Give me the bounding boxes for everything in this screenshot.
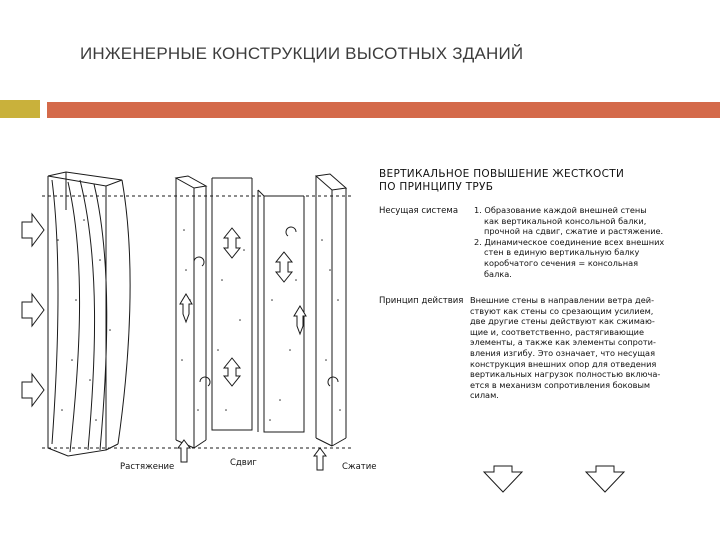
down-arrow-icon — [482, 465, 524, 493]
shear-caption: Сдвиг — [230, 458, 257, 468]
shear-tube — [174, 175, 208, 449]
diagram-title-line: ПО ПРИНЦИПУ ТРУБ — [379, 181, 494, 193]
text-line: элементы, а также как элементы сопроти- — [470, 337, 656, 348]
tension-force-arrow-icon — [177, 439, 191, 463]
text-line: коробчатого сечения = консольная — [484, 257, 639, 268]
text-line: ется в механизм сопротивления боковым — [470, 379, 651, 390]
accent-bar — [47, 102, 720, 118]
text-line: конструкция внешних опор для отведения — [470, 358, 657, 369]
load-system-label: Несущая система — [379, 206, 459, 216]
text-line: вертикальных нагрузок полностью включа- — [470, 369, 661, 380]
compression-force-arrow-icon — [313, 447, 327, 471]
text-line: 2. Динамическое соединение всех внешних — [474, 236, 665, 247]
accent-square — [0, 100, 40, 118]
text-line: ствуют как стены со срезающим усилием, — [470, 305, 654, 316]
text-line: стен в единую вертикальную балку — [484, 247, 640, 258]
wind-arrow-icon — [21, 372, 45, 408]
down-arrow-icon — [584, 465, 626, 493]
diagram-title-line: ВЕРТИКАЛЬНОЕ ПОВЫШЕНИЕ ЖЕСТКОСТИ — [379, 168, 625, 180]
text-line: две другие стены действуют как сжимаю- — [470, 316, 655, 327]
shear-arrow-icon — [179, 227, 307, 387]
tension-tube — [47, 171, 131, 457]
text-line: как вертикальной консольной балки, — [484, 215, 647, 226]
center-panel-left — [211, 177, 253, 431]
compression-tube — [314, 173, 348, 447]
diagram-title: ВЕРТИКАЛЬНОЕ ПОВЫШЕНИЕ ЖЕСТКОСТИ ПО ПРИН… — [379, 168, 624, 194]
rotation-arrow-icon — [193, 226, 339, 387]
slide-title: ИНЖЕНЕРНЫЕ КОНСТРУКЦИИ ВЫСОТНЫХ ЗДАНИЙ — [80, 44, 524, 63]
load-system-text: 1. Образование каждой внешней стены как … — [474, 205, 664, 279]
wind-arrow-icon — [21, 212, 45, 248]
principle-text: Внешние стены в направлении ветра дей- с… — [470, 295, 660, 401]
compression-caption: Сжатие — [342, 462, 377, 472]
text-line: 1. Образование каждой внешней стены — [474, 205, 647, 215]
text-line: прочной на сдвиг, сжатие и растяжение. — [484, 226, 664, 237]
text-line: вления изгибу. Это означает, что несущая — [470, 347, 656, 358]
text-line: силам. — [470, 390, 499, 401]
tension-caption: Растяжение — [120, 462, 175, 472]
wind-arrow-icon — [21, 292, 45, 328]
text-line: балка. — [484, 268, 512, 279]
principle-label: Принцип действия — [379, 296, 464, 306]
text-line: Внешние стены в направлении ветра дей- — [470, 295, 655, 305]
text-line: щие и, соответственно, растягивающие — [470, 326, 645, 337]
